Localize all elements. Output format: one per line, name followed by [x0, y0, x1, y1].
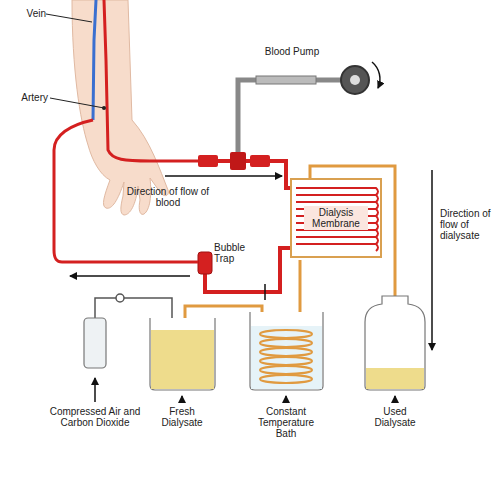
- used-bottle: [365, 296, 425, 390]
- leader-line: [46, 14, 92, 22]
- callout-label: Direction of flow of blood: [118, 186, 218, 208]
- leader-line: [50, 98, 104, 108]
- flow-arrow: [431, 170, 433, 350]
- blood-pump-hub: [350, 75, 360, 85]
- fresh-beaker: [150, 318, 215, 390]
- pump-tube: [238, 80, 342, 152]
- gas-cylinder: [84, 318, 106, 368]
- fresh-dialysate-fluid: [151, 330, 214, 389]
- bubble-trap: [198, 252, 212, 274]
- callout-label: Used Dialysate: [364, 406, 426, 428]
- callout-label: Vein: [6, 8, 46, 19]
- connector: [198, 155, 218, 167]
- rotation-arrow: [372, 62, 380, 88]
- callout-label: Bubble Trap: [214, 242, 264, 264]
- heating-coil: [260, 330, 312, 383]
- hand: [72, 0, 168, 215]
- flow-arrow: [70, 275, 190, 277]
- t-connector: [230, 152, 246, 170]
- connector: [250, 155, 270, 167]
- flow-arrow: [165, 175, 282, 177]
- callout-label: Compressed Air and Carbon Dioxide: [49, 406, 141, 428]
- bath-water: [251, 326, 322, 389]
- pointer-arrows: [95, 378, 395, 402]
- node-label: Dialysis Membrane: [304, 206, 368, 230]
- bath-beaker: [250, 312, 323, 390]
- callout-label: Constant Temperature Bath: [247, 406, 325, 439]
- artery-line: [104, 0, 200, 161]
- used-dialysate-fluid: [366, 368, 424, 389]
- callout-label: Artery: [4, 92, 48, 103]
- vein-line: [93, 0, 96, 120]
- membrane-box: Dialysis Membrane: [290, 178, 382, 258]
- valve: [116, 294, 124, 302]
- pump-tube-sleeve: [256, 76, 316, 84]
- callout-label: Fresh Dialysate: [151, 406, 213, 428]
- leader-dot: [102, 106, 106, 110]
- membrane-coil: [296, 188, 378, 251]
- callout-label: Blood Pump: [252, 46, 332, 57]
- flow-arrow: [264, 284, 266, 300]
- callout-label: Direction of flow of dialysate: [440, 208, 496, 241]
- blood-pump: [341, 66, 369, 94]
